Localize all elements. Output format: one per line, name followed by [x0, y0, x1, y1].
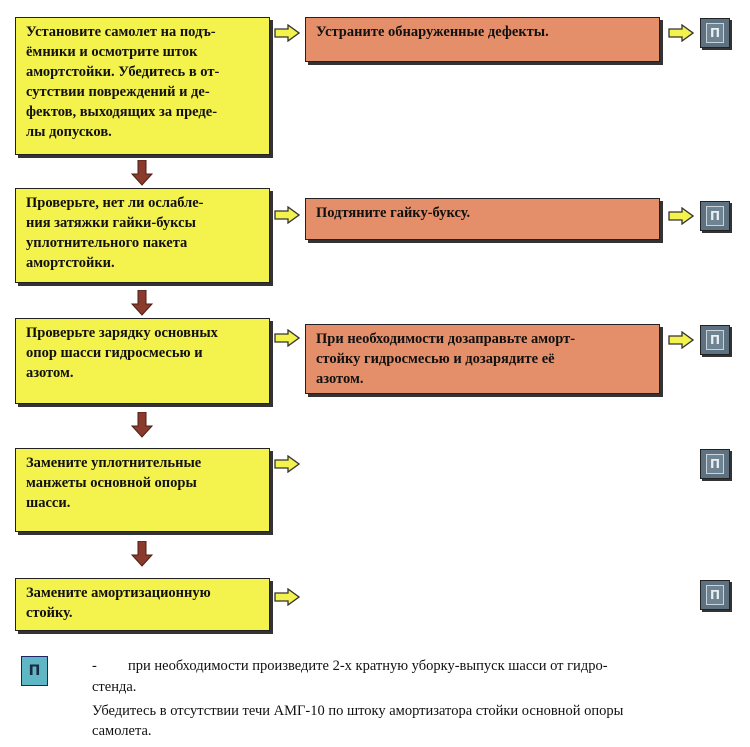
p-badge-label: П: [706, 23, 724, 43]
p-badge-icon: П: [700, 449, 730, 479]
p-badge-icon: П: [700, 18, 730, 48]
legend-line-2: стенда.: [92, 679, 137, 695]
step-box-5: Замените амортизационную стойку.: [15, 578, 270, 631]
right-arrow-icon: [274, 455, 300, 473]
action-box-3: При необходимости дозаправьте аморт- сто…: [305, 324, 660, 394]
p-badge-icon: П: [700, 325, 730, 355]
step-box-1: Установите самолет на подъ- ёмники и осм…: [15, 17, 270, 155]
down-arrow-icon: [131, 290, 153, 316]
step-box-3: Проверьте зарядку основных опор шасси ги…: [15, 318, 270, 404]
step-box-4: Замените уплотнительные манжеты основной…: [15, 448, 270, 532]
legend-line-3: Убедитесь в отсутствии течи АМГ-10 по шт…: [92, 703, 624, 719]
p-badge-label: П: [706, 330, 724, 350]
right-arrow-icon: [668, 207, 694, 225]
down-arrow-icon: [131, 541, 153, 567]
p-badge-label: П: [706, 206, 724, 226]
legend-line-4: самолета.: [92, 723, 152, 739]
right-arrow-icon: [668, 331, 694, 349]
legend-p-badge-icon: П: [21, 656, 48, 686]
p-badge-label: П: [706, 585, 724, 605]
step-box-2: Проверьте, нет ли ослабле- ния затяжки г…: [15, 188, 270, 283]
legend-line-1: при необходимости произведите 2-х кратну…: [128, 658, 608, 674]
p-badge-icon: П: [700, 580, 730, 610]
right-arrow-icon: [274, 24, 300, 42]
legend-dash: -: [92, 658, 97, 674]
right-arrow-icon: [668, 24, 694, 42]
right-arrow-icon: [274, 588, 300, 606]
right-arrow-icon: [274, 206, 300, 224]
right-arrow-icon: [274, 329, 300, 347]
p-badge-icon: П: [700, 201, 730, 231]
down-arrow-icon: [131, 160, 153, 186]
action-box-2: Подтяните гайку-буксу.: [305, 198, 660, 240]
action-box-1: Устраните обнаруженные дефекты.: [305, 17, 660, 62]
down-arrow-icon: [131, 412, 153, 438]
p-badge-label: П: [706, 454, 724, 474]
